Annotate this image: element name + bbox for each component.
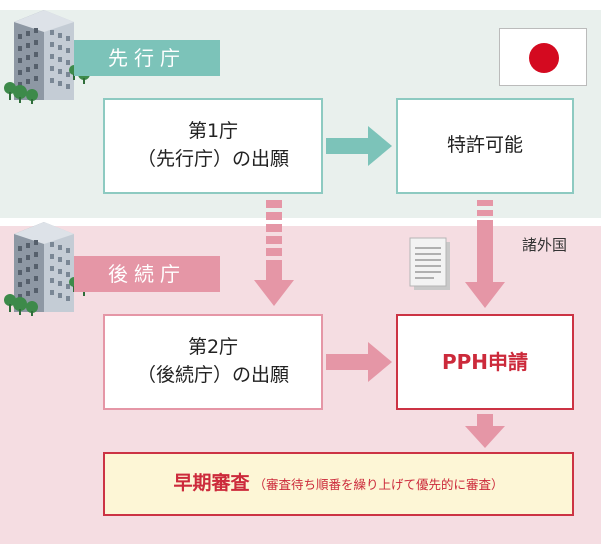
arrow-pph-to-early-exam [465, 414, 505, 448]
arrow-first-to-second [254, 200, 294, 306]
arrow-second-to-pph [326, 342, 392, 382]
arrow-to-patentable [326, 126, 392, 166]
arrow-patentable-to-pph [465, 200, 505, 308]
